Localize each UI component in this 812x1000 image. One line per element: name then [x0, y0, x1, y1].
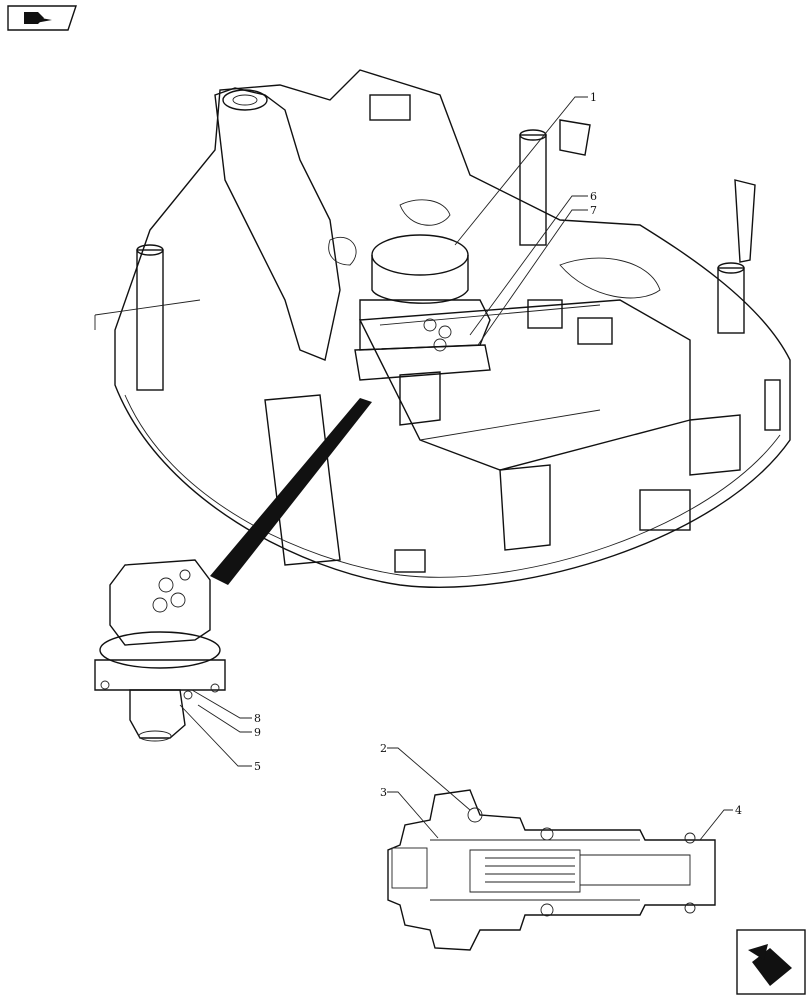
leader-lines [179, 96, 733, 841]
callout-1: 1 [590, 91, 597, 104]
frame-assembly [94, 69, 791, 588]
callout-5: 5 [254, 760, 261, 773]
previous-page-arrow-icon[interactable] [7, 5, 77, 31]
callout-6: 6 [590, 190, 597, 203]
callout-7: 7 [590, 204, 597, 217]
next-page-arrow-icon[interactable] [736, 929, 806, 995]
callout-2: 2 [380, 742, 387, 755]
cross-section-view [387, 789, 716, 951]
swivel-joint-mounted [354, 234, 491, 426]
callout-3: 3 [380, 786, 387, 799]
detail-pointer [210, 398, 372, 585]
callout-9: 9 [254, 726, 261, 739]
callout-4: 4 [735, 804, 742, 817]
callout-8: 8 [254, 712, 261, 725]
swivel-joint-detail [94, 559, 226, 742]
